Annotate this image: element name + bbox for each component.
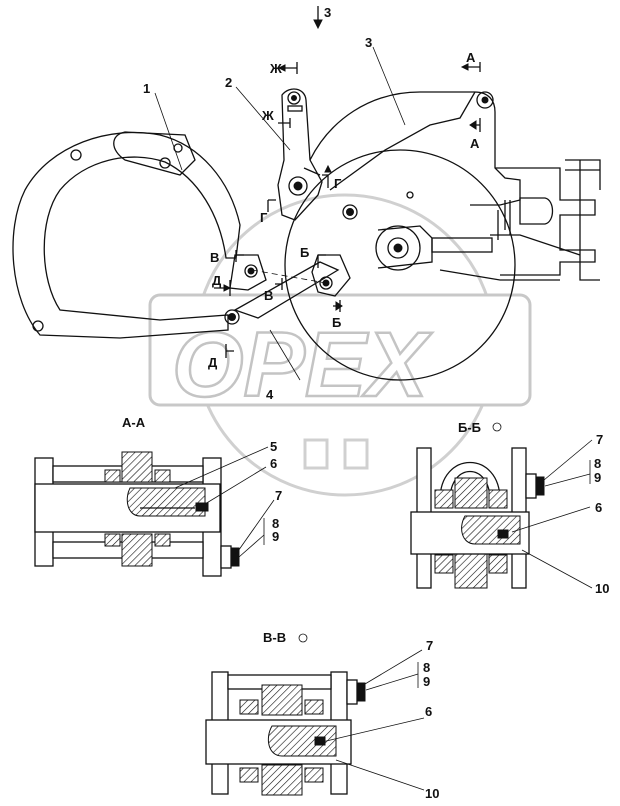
section-vv: В-В 7 8 9 6 10: [205, 630, 439, 801]
part-1-grapple-claw: [12, 131, 267, 339]
main-assembly-view: 1 2 3 4 А А Ж Ж Г Г Б: [12, 35, 601, 402]
cut-mark-g: Г Г: [260, 164, 342, 225]
svg-text:В: В: [264, 288, 273, 303]
bb-label-8: 8: [594, 456, 601, 471]
vv-label-10: 10: [425, 786, 439, 801]
bb-label-10: 10: [595, 581, 609, 596]
svg-text:Г: Г: [260, 210, 268, 225]
section-aa-title: А-А: [122, 415, 146, 430]
aa-label-6: 6: [270, 456, 277, 471]
section-bb-title: Б-Б: [458, 420, 481, 435]
vv-label-7: 7: [426, 638, 433, 653]
svg-text:Ж: Ж: [261, 108, 274, 123]
part-2-lever: [277, 88, 323, 221]
svg-text:OPEX: OPEX: [172, 314, 432, 416]
view-arrow-3: 3: [313, 5, 331, 30]
cut-mark-b: Б Б: [300, 245, 343, 330]
main-label-part-1: 1: [143, 81, 150, 96]
bb-label-7: 7: [596, 432, 603, 447]
svg-text:Б: Б: [332, 315, 341, 330]
svg-text:Ж: Ж: [269, 61, 282, 76]
aa-label-5: 5: [270, 439, 277, 454]
cut-mark-v: В В: [210, 250, 283, 303]
vv-label-6: 6: [425, 704, 432, 719]
main-label-part-3: 3: [365, 35, 372, 50]
svg-text:В: В: [210, 250, 219, 265]
svg-text:А: А: [470, 136, 480, 151]
cut-mark-a: А А: [460, 50, 481, 151]
aa-label-8: 8: [272, 516, 279, 531]
cut-mark-d: Д Д: [208, 273, 234, 370]
svg-text:Г: Г: [334, 176, 342, 191]
part-4-link-rod: [233, 254, 351, 381]
bb-label-6: 6: [595, 500, 602, 515]
main-label-part-2: 2: [225, 75, 232, 90]
svg-text:А: А: [466, 50, 476, 65]
section-bb: Б-Б 7 8 9 6 10: [410, 420, 609, 596]
svg-text:Б: Б: [300, 245, 309, 260]
section-aa: А-А 5 6 7 8 9: [34, 415, 282, 577]
svg-text:Д: Д: [212, 273, 222, 288]
cut-mark-zh: Ж Ж: [261, 61, 298, 128]
svg-text:Д: Д: [208, 355, 218, 370]
vv-label-9: 9: [423, 674, 430, 689]
part-3-frame: [284, 91, 601, 381]
view-arrow-3-label: 3: [324, 5, 331, 20]
bb-label-9: 9: [594, 470, 601, 485]
vv-label-8: 8: [423, 660, 430, 675]
main-label-part-4: 4: [266, 387, 274, 402]
aa-label-7: 7: [275, 488, 282, 503]
aa-label-9: 9: [272, 529, 279, 544]
opex-watermark-logo: OPEX: [148, 193, 532, 497]
section-vv-title: В-В: [263, 630, 286, 645]
